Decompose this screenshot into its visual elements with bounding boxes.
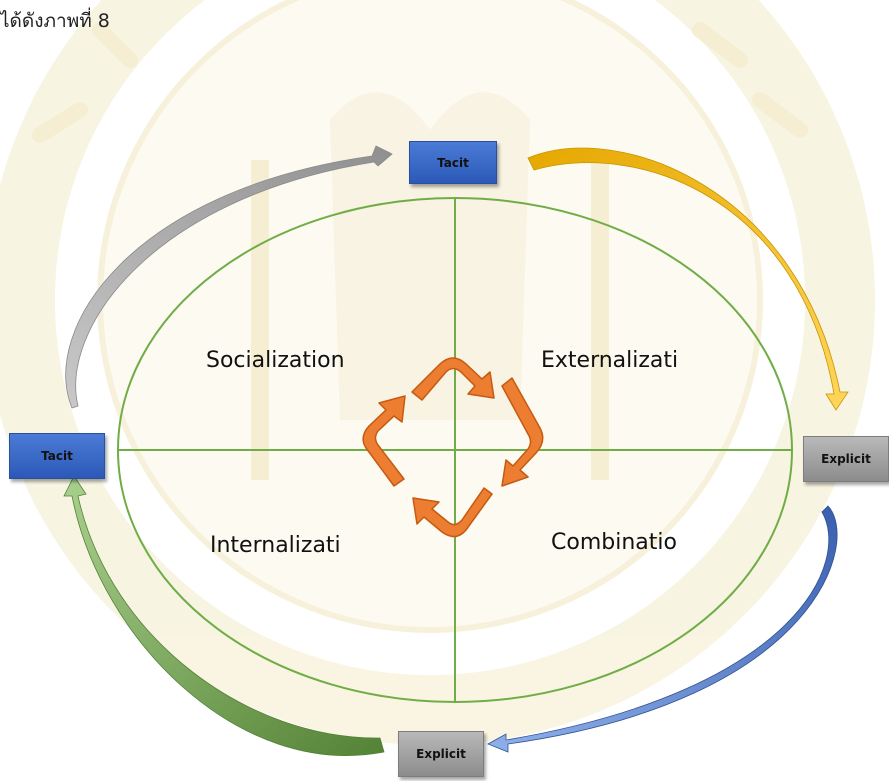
tacit-box-left: Tacit (9, 433, 105, 479)
blue-curved-arrow (487, 505, 838, 753)
gold-curved-arrow (527, 147, 849, 411)
explicit-box-bottom: Explicit (398, 731, 484, 777)
explicit-box-right: Explicit (803, 436, 889, 482)
tacit-box-top: Tacit (409, 141, 497, 184)
cycle-arrow-top (411, 357, 495, 401)
gray-curved-arrow (65, 145, 393, 409)
cycle-arrow-left (362, 395, 406, 487)
label-socialization: Socialization (206, 348, 345, 373)
center-cycle-arrows (362, 357, 544, 538)
cycle-arrow-right (501, 377, 544, 487)
intro-text: ได้ดังภาพที่ 8 (0, 10, 110, 32)
cycle-arrow-bottom (412, 487, 493, 538)
label-internalization: Internalizati (210, 533, 341, 558)
label-combination: Combinatio (551, 530, 677, 555)
label-externalization: Externalizati (541, 348, 679, 373)
